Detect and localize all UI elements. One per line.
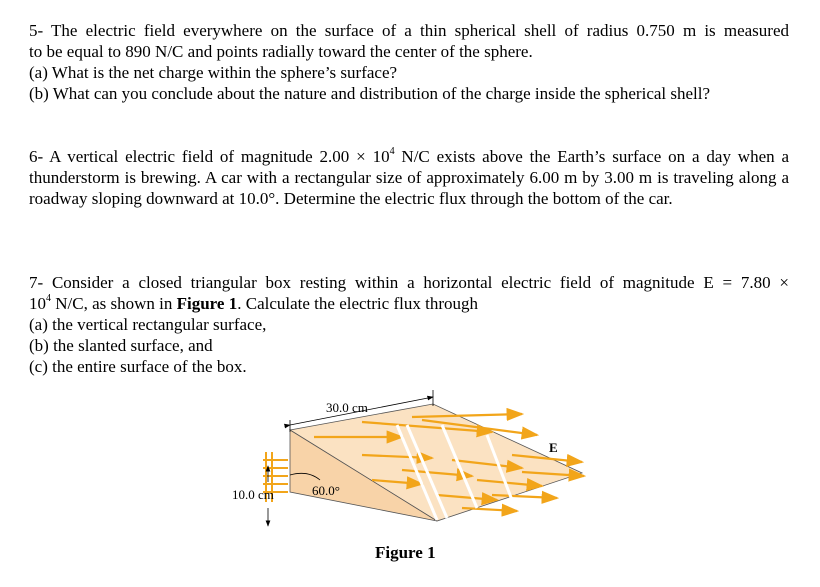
problem-7-line-1: 7- Consider a closed triangular box rest… xyxy=(29,273,789,292)
problem-5: 5- The electric field everywhere on the … xyxy=(29,20,789,104)
angle-arc xyxy=(289,472,321,481)
problem-7-exponent: 4 xyxy=(46,293,51,305)
problem-7-part-b: (b) the slanted surface, and xyxy=(29,336,213,355)
field-label: E xyxy=(549,440,558,455)
problem-7: 7- Consider a closed triangular box rest… xyxy=(29,272,789,377)
triangular-box-svg xyxy=(263,390,587,527)
left-field-lines xyxy=(263,452,288,502)
problem-5-line-2: to be equal to 890 N/C and points radial… xyxy=(29,42,533,61)
problem-6-exponent: 4 xyxy=(389,146,395,158)
problem-5-part-a: (a) What is the net charge within the sp… xyxy=(29,63,398,82)
field-streaks xyxy=(395,424,514,521)
height-label: 10.0 cm xyxy=(232,487,274,502)
problem-6: 6- A vertical electric field of magnitud… xyxy=(29,146,789,209)
box-front-face xyxy=(289,429,438,522)
problem-7-part-a: (a) the vertical rectangular surface, xyxy=(29,315,267,334)
problem-7-line-2: 104 N/C, as shown in Figure 1. Calculate… xyxy=(29,293,789,314)
width-label: 30.0 cm xyxy=(326,400,368,415)
problem-7-base: 10 xyxy=(29,294,46,313)
problem-6-text-start: 6- A vertical electric field of magnitud… xyxy=(29,147,390,166)
figure-reference: Figure 1 xyxy=(176,294,238,313)
problem-7-part-c: (c) the entire surface of the box. xyxy=(29,357,247,376)
width-dimension xyxy=(284,395,434,429)
problem-5-part-b: (b) What can you conclude about the natu… xyxy=(29,84,711,103)
angle-label: 60.0° xyxy=(312,483,340,498)
figure-1-diagram: 30.0 cm 10.0 cm 60.0° E xyxy=(222,380,602,580)
problem-7-mid: N/C, as shown in xyxy=(51,294,177,313)
problem-7-end: . Calculate the electric flux through xyxy=(237,294,478,313)
problem-6-text-end: N/C exists above the Earth’s surface on … xyxy=(29,147,790,208)
figure-caption: Figure 1 xyxy=(375,543,436,562)
problem-5-line-1: 5- The electric field everywhere on the … xyxy=(29,21,789,40)
problem-6-text: 6- A vertical electric field of magnitud… xyxy=(29,146,789,209)
